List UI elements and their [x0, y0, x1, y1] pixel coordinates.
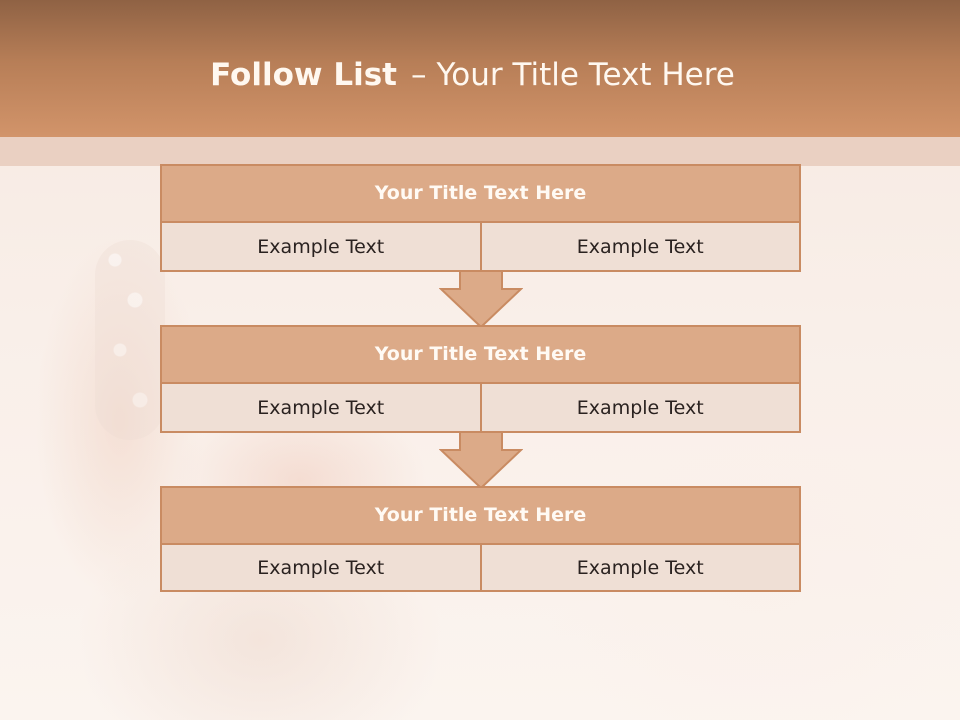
- step-cell-left: Example Text: [162, 223, 480, 270]
- step-cell-right: Example Text: [479, 223, 799, 270]
- background-lace-detail: [95, 240, 165, 440]
- step-cell-right: Example Text: [479, 545, 799, 590]
- step-title: Your Title Text Here: [162, 327, 799, 384]
- step-box-3: Your Title Text Here Example Text Exampl…: [160, 486, 801, 592]
- slide-title-bold: Follow List: [210, 57, 397, 93]
- down-arrow-icon: [439, 271, 523, 329]
- step-cell-left: Example Text: [162, 384, 480, 431]
- step-row: Example Text Example Text: [162, 545, 799, 590]
- step-cell-right: Example Text: [479, 384, 799, 431]
- slide-title-separator: –: [410, 57, 427, 93]
- step-row: Example Text Example Text: [162, 384, 799, 431]
- step-title: Your Title Text Here: [162, 488, 799, 545]
- down-arrow-icon: [439, 432, 523, 490]
- step-row: Example Text Example Text: [162, 223, 799, 270]
- step-title: Your Title Text Here: [162, 166, 799, 223]
- step-cell-left: Example Text: [162, 545, 480, 590]
- header-band: [0, 0, 960, 137]
- step-box-2: Your Title Text Here Example Text Exampl…: [160, 325, 801, 433]
- slide-title: Follow List–Your Title Text Here: [0, 52, 945, 98]
- slide-title-rest: Your Title Text Here: [436, 57, 735, 93]
- step-box-1: Your Title Text Here Example Text Exampl…: [160, 164, 801, 272]
- header-sub-band: [0, 137, 960, 166]
